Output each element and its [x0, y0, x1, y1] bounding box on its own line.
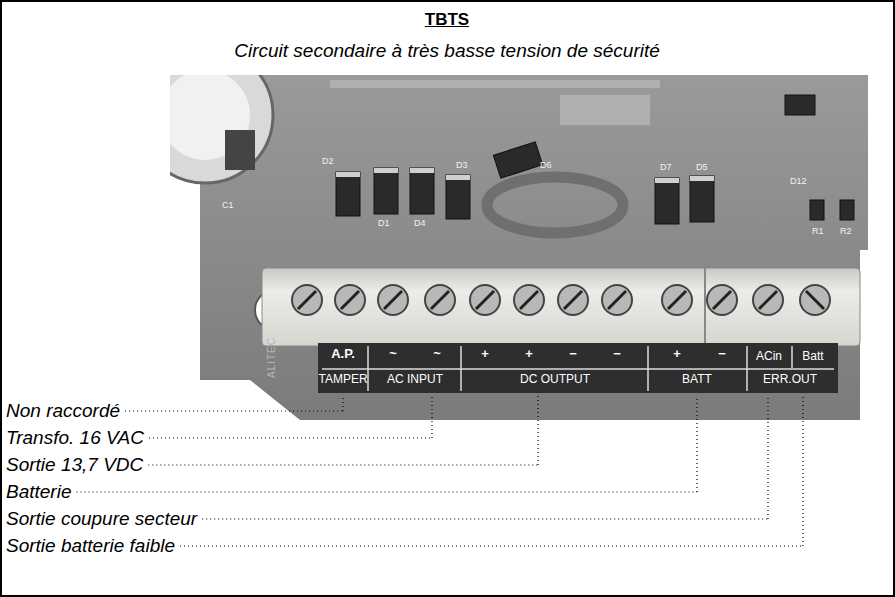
component-ref: D5: [696, 162, 708, 172]
leader-line: [696, 396, 697, 492]
callout-text: Sortie coupure secteur: [6, 508, 197, 530]
capacitor-band: [225, 130, 255, 170]
label-strip: [318, 343, 838, 393]
leader-line: [431, 396, 432, 438]
terminal-mark: ~: [389, 347, 397, 362]
component-ref: D7: [660, 162, 672, 172]
board-pads: [330, 80, 660, 125]
photo-ground: [170, 75, 868, 457]
terminal-mark: ~: [433, 347, 441, 362]
diodes: [336, 95, 854, 224]
terminal-mark: ACin: [756, 350, 782, 364]
terminal-mark: Batt: [802, 350, 823, 364]
varistor-wire: [487, 177, 623, 233]
terminal-group: AC INPUT: [387, 373, 443, 387]
component-ref: D2: [322, 156, 334, 166]
callout-text: Sortie 13,7 VDC: [6, 454, 143, 476]
leader-line: [537, 396, 538, 465]
terminal-mark: −: [718, 347, 726, 362]
capacitor: [170, 75, 273, 183]
diagram-title: TBTS: [425, 10, 469, 30]
component-ref: C1: [222, 200, 234, 210]
terminal-group: ERR.OUT: [763, 373, 817, 387]
board-photo: [170, 75, 868, 457]
component-ref: D6: [540, 160, 552, 170]
terminal-group: DC OUTPUT: [520, 373, 590, 387]
leader-line: [76, 491, 697, 492]
callout-text: Batterie: [6, 481, 71, 503]
subtitle: Circuit secondaire à très basse tension …: [234, 40, 660, 62]
terminal-mark: −: [613, 347, 621, 362]
callout-text: Sortie batterie faible: [6, 535, 175, 557]
terminal-mark: +: [481, 347, 489, 362]
leader-line: [202, 518, 768, 519]
component-ref: R1: [812, 226, 824, 236]
circuit-board: [200, 75, 868, 420]
component-ref: D3: [456, 160, 468, 170]
leader-line: [149, 437, 432, 438]
leader-line: [767, 396, 768, 519]
terminal-screws: [292, 285, 830, 315]
terminal-mark: −: [569, 347, 577, 362]
terminal-mark: +: [673, 347, 681, 362]
leader-line: [125, 410, 343, 411]
terminal-mark: +: [525, 347, 533, 362]
terminal-block: [262, 268, 860, 346]
terminal-group: BATT: [682, 373, 712, 387]
terminal-group: TAMPER: [318, 373, 367, 387]
component-ref: D4: [414, 218, 426, 228]
leader-line: [342, 396, 343, 411]
leader-line: [148, 464, 538, 465]
leader-line: [180, 545, 803, 546]
component-ref: D1: [378, 218, 390, 228]
callout-text: Non raccordé: [6, 400, 120, 422]
callout-text: Transfo. 16 VAC: [6, 427, 144, 449]
brand-mark: ALITEC: [266, 337, 278, 378]
component-ref: R2: [840, 226, 852, 236]
leader-line: [802, 396, 803, 546]
component-ref: D12: [790, 176, 807, 186]
strip-dividers: [322, 346, 834, 391]
block-separator: [704, 268, 706, 346]
terminal-mark: A.P.: [331, 347, 355, 362]
